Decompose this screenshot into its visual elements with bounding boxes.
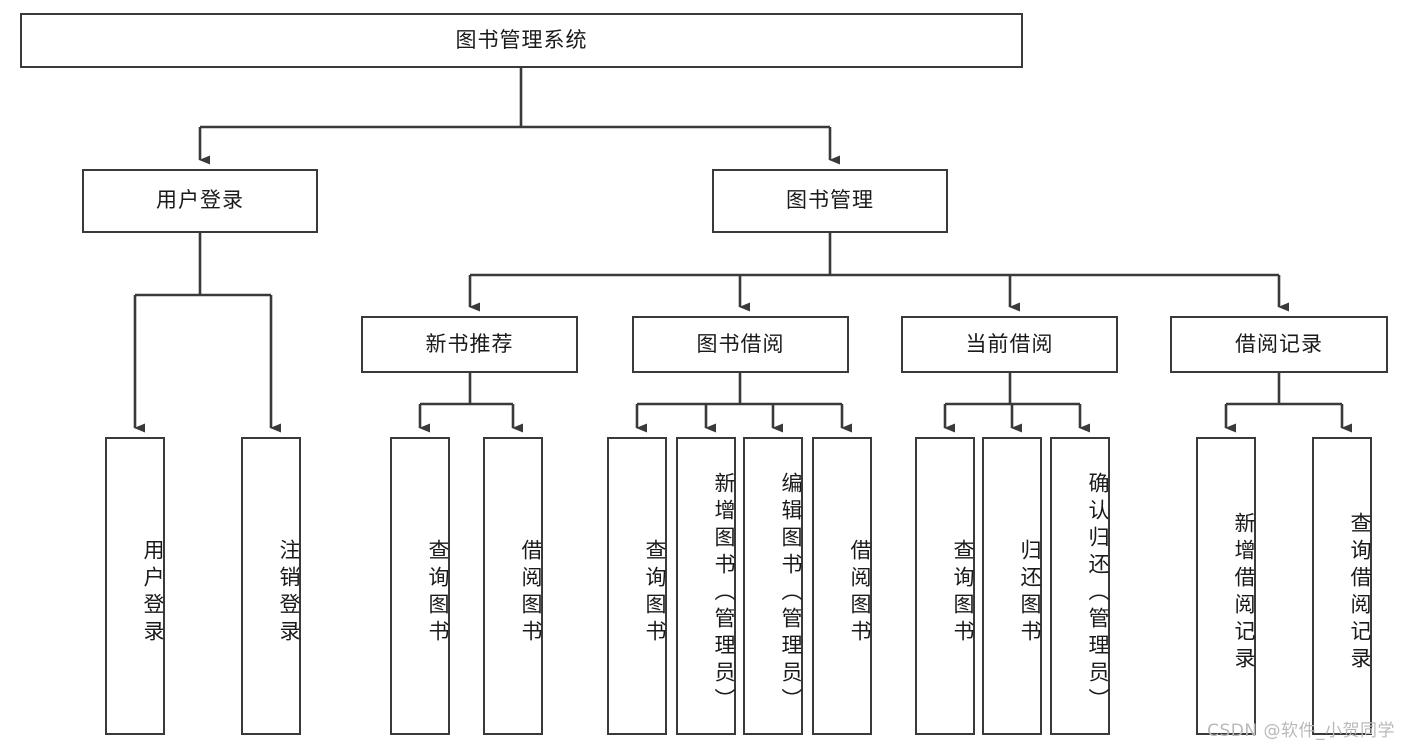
leaf-borrow-add-book[interactable]: 新增图书（管理员） bbox=[676, 437, 736, 735]
node-root-system[interactable]: 图书管理系统 bbox=[20, 13, 1023, 68]
node-label: 查询图书 bbox=[426, 539, 450, 647]
leaf-user-login-signin[interactable]: 用户登录 bbox=[105, 437, 165, 735]
node-label: 借阅图书 bbox=[519, 539, 543, 647]
node-label: 用户登录 bbox=[156, 188, 244, 213]
watermark-text: CSDN @软件_小贺同学 bbox=[1207, 721, 1395, 741]
node-label: 查询图书 bbox=[951, 539, 975, 647]
node-label: 查询借阅记录 bbox=[1348, 512, 1372, 674]
node-label: 图书借阅 bbox=[696, 331, 785, 356]
node-label: 编辑图书（管理员） bbox=[779, 471, 803, 715]
leaf-current-return-book[interactable]: 归还图书 bbox=[982, 437, 1042, 735]
node-label: 当前借阅 bbox=[965, 331, 1054, 356]
leaf-current-query-book[interactable]: 查询图书 bbox=[915, 437, 975, 735]
leaf-record-add-record[interactable]: 新增借阅记录 bbox=[1196, 437, 1256, 735]
node-label: 借阅记录 bbox=[1235, 331, 1323, 356]
node-new-book-recommend[interactable]: 新书推荐 bbox=[361, 316, 578, 373]
leaf-record-query-record[interactable]: 查询借阅记录 bbox=[1312, 437, 1372, 735]
node-borrow-record[interactable]: 借阅记录 bbox=[1170, 316, 1388, 373]
leaf-current-confirm-return[interactable]: 确认归还（管理员） bbox=[1050, 437, 1110, 735]
node-label: 图书管理 bbox=[786, 188, 874, 213]
node-label: 归还图书 bbox=[1018, 539, 1042, 647]
leaf-user-login-signout[interactable]: 注销登录 bbox=[241, 437, 301, 735]
node-label: 用户登录 bbox=[141, 539, 165, 647]
node-label: 图书管理系统 bbox=[455, 27, 588, 52]
node-label: 查询图书 bbox=[643, 539, 667, 647]
leaf-newbook-borrow-book[interactable]: 借阅图书 bbox=[483, 437, 543, 735]
node-label: 借阅图书 bbox=[848, 539, 872, 647]
leaf-borrow-edit-book[interactable]: 编辑图书（管理员） bbox=[743, 437, 803, 735]
node-label: 新书推荐 bbox=[425, 331, 514, 356]
node-label: 新增借阅记录 bbox=[1232, 512, 1256, 674]
node-label: 新增图书（管理员） bbox=[712, 471, 736, 715]
node-book-borrow[interactable]: 图书借阅 bbox=[632, 316, 849, 373]
leaf-borrow-borrow-book[interactable]: 借阅图书 bbox=[812, 437, 872, 735]
leaf-newbook-query-book[interactable]: 查询图书 bbox=[390, 437, 450, 735]
node-current-borrow[interactable]: 当前借阅 bbox=[901, 316, 1118, 373]
node-book-management[interactable]: 图书管理 bbox=[712, 169, 948, 233]
node-user-login[interactable]: 用户登录 bbox=[82, 169, 318, 233]
leaf-borrow-query-book[interactable]: 查询图书 bbox=[607, 437, 667, 735]
node-label: 确认归还（管理员） bbox=[1086, 471, 1110, 715]
node-label: 注销登录 bbox=[277, 539, 301, 647]
